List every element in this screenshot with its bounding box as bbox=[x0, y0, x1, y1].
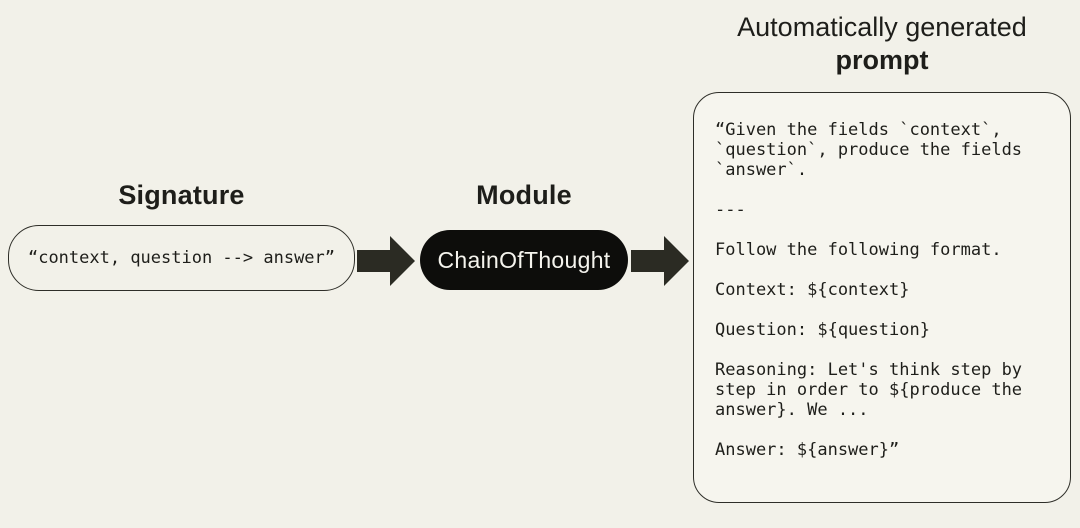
arrow-right-icon bbox=[357, 235, 416, 287]
arrow-right-icon bbox=[631, 235, 690, 287]
module-heading: Module bbox=[476, 180, 572, 210]
module-name: ChainOfThought bbox=[437, 246, 611, 273]
prompt-heading-line1: Automatically generated bbox=[737, 12, 1027, 42]
signature-heading: Signature bbox=[118, 180, 245, 210]
prompt-heading-line2: prompt bbox=[835, 45, 929, 75]
module-pill: ChainOfThought bbox=[420, 230, 628, 290]
prompt-heading: Automatically generated prompt bbox=[693, 11, 1071, 77]
signature-value: “context, question --> answer” bbox=[27, 248, 336, 268]
prompt-text: “Given the fields `context`, `question`,… bbox=[715, 120, 1023, 460]
prompt-panel: “Given the fields `context`, `question`,… bbox=[693, 92, 1071, 503]
signature-box: “context, question --> answer” bbox=[8, 225, 355, 291]
